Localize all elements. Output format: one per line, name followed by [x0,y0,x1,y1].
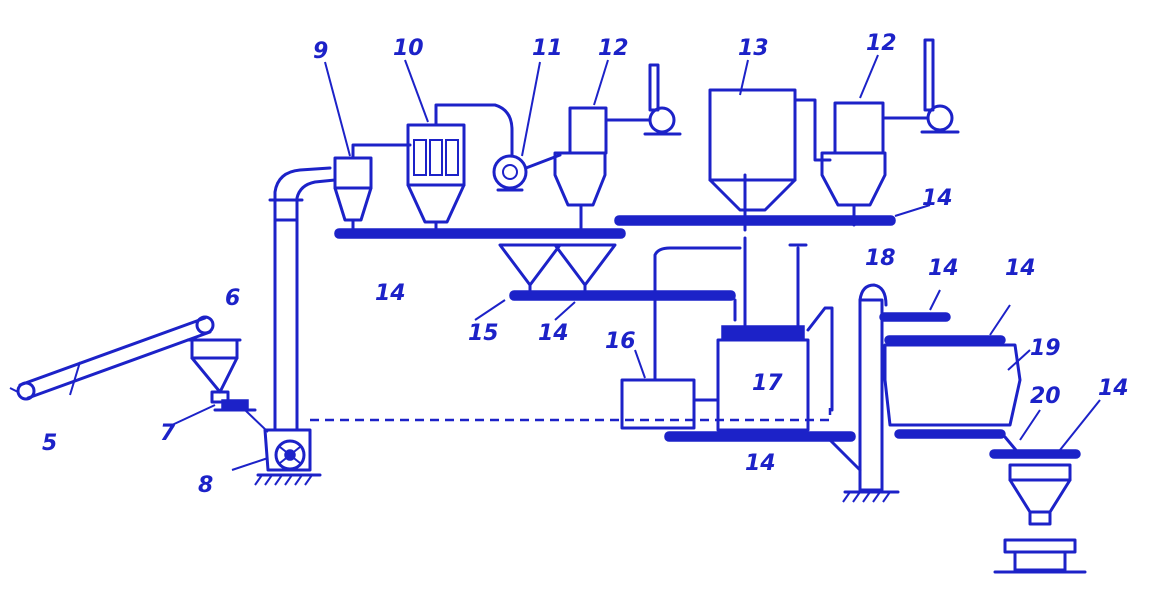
vertical-riser [268,166,337,432]
label-15: 15 [468,321,499,346]
silo-with-fan-left [553,59,682,230]
drum-mill [883,343,1031,439]
label-14-left: 14 [375,281,406,306]
label-5: 5 [42,431,57,456]
label-14-upper: 14 [922,186,953,211]
label-17: 17 [752,371,783,396]
label-14-middle: 14 [538,321,569,346]
bag-filter [404,59,514,234]
mixer [692,236,834,432]
label-20: 20 [1030,384,1061,409]
dosing-unit [620,246,742,430]
label-14-lower: 14 [745,451,776,476]
twin-hoppers [474,243,617,321]
label-16: 16 [605,329,636,354]
label-9: 9 [313,39,328,64]
label-18: 18 [865,246,896,271]
receiving-hopper [186,338,242,404]
storage-tank [708,59,832,232]
hammer-mill [231,409,322,486]
label-14-elevator: 14 [928,256,959,281]
bucket-elevator [842,283,900,503]
silo-with-fan-right [820,38,960,227]
feeder [171,399,257,426]
belt-conveyor-discharge [989,399,1101,459]
belt-conveyor-lower [664,431,862,472]
label-12-left: 12 [598,36,629,61]
label-14-right: 14 [1005,256,1036,281]
cyclone [324,61,412,234]
transfer-chute [1003,409,1041,457]
label-19: 19 [1030,336,1061,361]
belt-conveyor-middle [509,290,736,321]
label-6: 6 [225,286,240,311]
packing-machine [993,538,1087,574]
label-13: 13 [738,36,769,61]
label-12-right: 12 [866,31,897,56]
fan [492,61,562,192]
label-11: 11 [532,36,563,61]
control-line [310,408,832,422]
belt-conveyor-elevator-top [879,289,1011,345]
label-14-discharge: 14 [1098,376,1129,401]
inclined-belt-conveyor [9,315,215,401]
packing-hopper [1008,463,1072,526]
label-8: 8 [198,473,213,498]
label-7: 7 [160,421,176,446]
label-10: 10 [393,36,424,61]
belt-conveyor-upper [334,204,931,239]
